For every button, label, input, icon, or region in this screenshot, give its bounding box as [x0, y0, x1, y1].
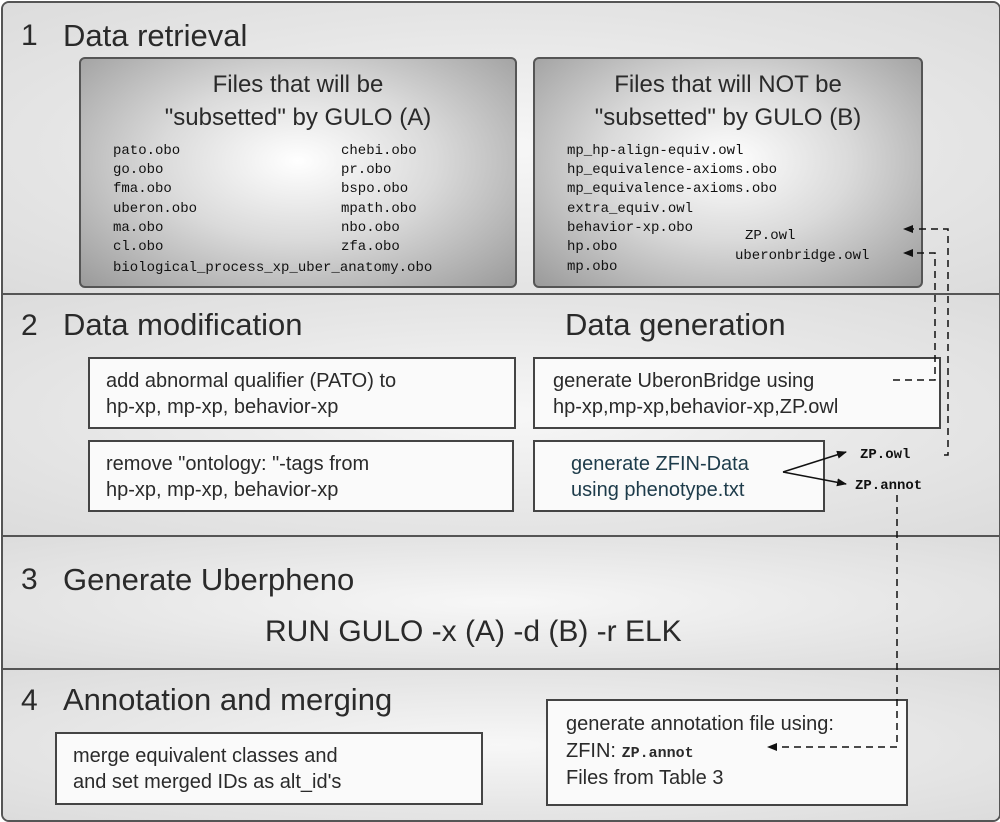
box-line3: Files from Table 3 [566, 767, 724, 789]
box-line1: generate annotation file using: [566, 713, 834, 735]
file-item: mp.obo [567, 259, 618, 275]
section-title-right: Data generation [565, 307, 786, 342]
zp-owl-label: ZP.owl [745, 228, 796, 244]
box-generate-annotation: generate annotation file using: ZFIN: ZP… [546, 699, 908, 806]
section-annotation-merging: 4 Annotation and merging merge equivalen… [3, 668, 999, 820]
section-title: Data modification [63, 307, 303, 342]
zp-annot-file: ZP.annot [621, 745, 694, 762]
box-line2: hp-xp, mp-xp, behavior-xp [106, 396, 339, 418]
section-title: Generate Uberpheno [63, 562, 355, 597]
file-item: mpath.obo [341, 201, 417, 217]
box-line1: generate UberonBridge using [553, 370, 815, 392]
section-number: 2 [21, 309, 38, 342]
box-line2: and set merged IDs as alt_id's [73, 771, 342, 793]
uberonbridge-label: uberonbridge.owl [735, 248, 870, 264]
box-line1: add abnormal qualifier (PATO) to [106, 370, 397, 392]
file-item: ma.obo [113, 220, 164, 236]
box-title-line1: Files that will be [212, 71, 384, 98]
section-data-modification: 2 Data modification Data generation add … [3, 293, 999, 535]
file-item: hp_equivalence-axioms.obo [567, 162, 778, 178]
gulo-command: RUN GULO -x (A) -d (B) -r ELK [265, 615, 682, 648]
box-line1: merge equivalent classes and [73, 745, 338, 767]
file-item: uberon.obo [113, 201, 198, 217]
file-item: fma.obo [113, 181, 172, 197]
box-add-qualifier: add abnormal qualifier (PATO) to hp-xp, … [88, 357, 516, 429]
section-number: 4 [21, 684, 38, 717]
box-title-line2: "subsetted" by GULO (A) [164, 104, 432, 131]
file-item: chebi.obo [341, 143, 417, 159]
section-number: 1 [21, 19, 38, 52]
file-item: behavior-xp.obo [567, 220, 694, 236]
box-line2: hp-xp,mp-xp,behavior-xp,ZP.owl [553, 396, 839, 418]
section-title: Data retrieval [63, 18, 248, 53]
zp-owl-output: ZP.owl [860, 447, 911, 463]
file-item: nbo.obo [341, 220, 400, 236]
zfin-prefix: ZFIN: [566, 740, 616, 762]
file-item: hp.obo [567, 239, 618, 255]
box-line2: ZFIN: ZP.annot [566, 738, 694, 767]
file-item: pato.obo [113, 143, 181, 159]
box-subsetted-files: Files that will be "subsetted" by GULO (… [79, 57, 517, 288]
zp-annot-output: ZP.annot [855, 478, 923, 494]
box-title-line2: "subsetted" by GULO (B) [594, 104, 862, 131]
box-line2: using phenotype.txt [571, 479, 745, 501]
section-data-retrieval: 1 Data retrieval Files that will be "sub… [3, 3, 999, 293]
file-item: cl.obo [113, 239, 164, 255]
file-item: bspo.obo [341, 181, 409, 197]
box-title-line1: Files that will NOT be [614, 71, 842, 98]
file-item: extra_equiv.owl [567, 201, 694, 217]
file-item: zfa.obo [341, 239, 400, 255]
box-generate-uberonbridge: generate UberonBridge using hp-xp,mp-xp,… [533, 357, 941, 429]
section-title: Annotation and merging [63, 682, 393, 717]
file-item: mp_hp-align-equiv.owl [567, 143, 744, 159]
file-item: biological_process_xp_uber_anatomy.obo [113, 260, 433, 276]
box-generate-zfin-data: generate ZFIN-Data using phenotype.txt [533, 440, 825, 512]
box-merge-classes: merge equivalent classes and and set mer… [55, 732, 483, 805]
box-line1: generate ZFIN-Data [571, 453, 749, 475]
section-generate-uberpheno: 3 Generate Uberpheno RUN GULO -x (A) -d … [3, 535, 999, 668]
file-item: mp_equivalence-axioms.obo [567, 181, 778, 197]
box-line1: remove "ontology: "-tags from [106, 453, 370, 475]
box-not-subsetted-files: Files that will NOT be "subsetted" by GU… [533, 57, 923, 288]
box-line2: hp-xp, mp-xp, behavior-xp [106, 479, 339, 501]
file-item: go.obo [113, 162, 164, 178]
file-item: pr.obo [341, 162, 392, 178]
box-remove-tags: remove "ontology: "-tags from hp-xp, mp-… [88, 440, 514, 512]
section-number: 3 [21, 563, 38, 596]
